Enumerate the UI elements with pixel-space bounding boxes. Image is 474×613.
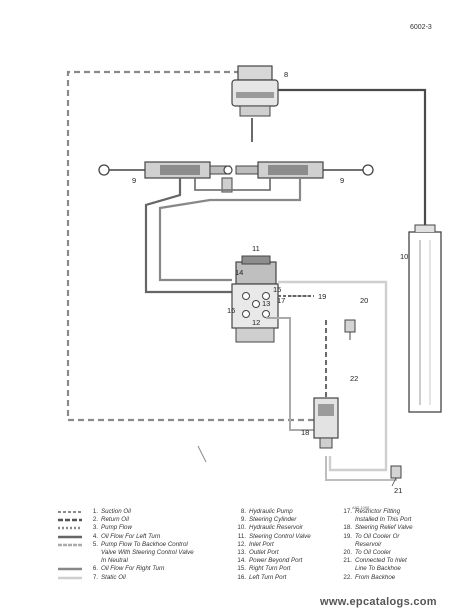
legend-item: 20.To Oil Cooler	[343, 549, 391, 557]
return-line-to-reservoir	[276, 88, 427, 232]
legend-swatch-backhoe	[58, 543, 82, 547]
restrictor-fitting	[344, 319, 356, 340]
callout-14: 14	[235, 268, 244, 277]
drawing-reference: A82-1095	[352, 505, 370, 510]
legend-item: 6.Oil Flow For Right Turn	[58, 565, 194, 573]
callout-16: 16	[227, 306, 236, 315]
hydraulic-pump	[231, 65, 279, 117]
legend-swatch-return	[58, 519, 82, 522]
left-turn-hose	[144, 178, 232, 294]
legend-item: Installed In This Port	[355, 516, 412, 524]
legend-item: 14.Power Beyond Port	[237, 557, 303, 565]
legend-item: Valve With Steering Control Valve	[101, 549, 194, 557]
callout-12: 12	[252, 318, 261, 327]
legend-item: 16.Left Turn Port	[237, 573, 287, 581]
backhoe-inlet-connector	[390, 465, 402, 479]
legend-item: 4.Oil Flow For Left Turn	[58, 533, 194, 541]
callout-21: 21	[394, 486, 403, 495]
legend-item: 17.Restrictor Fitting	[343, 508, 401, 515]
legend-item: 1.Suction Oil	[58, 508, 194, 516]
legend-components-b: 17.Restrictor Fitting Installed In This …	[338, 508, 413, 582]
steering-control-valve	[231, 255, 279, 343]
legend-item: 13.Outlet Port	[237, 549, 279, 557]
legend-item: 18.Steering Relief Valve	[343, 524, 413, 532]
callout-8: 8	[284, 70, 289, 79]
callout-19: 19	[318, 292, 327, 301]
leader-21	[391, 477, 397, 487]
legend-swatch-right-turn	[58, 568, 82, 571]
legend-swatch-left-turn	[58, 535, 82, 538]
document-id: 6002-3	[410, 24, 432, 31]
legend-item: 19.To Oil Cooler Or	[343, 532, 400, 540]
callout-9-left: 9	[132, 176, 137, 185]
right-turn-hose	[158, 178, 302, 282]
legend-item: 7.Static Oil	[58, 574, 194, 582]
callout-22: 22	[350, 374, 359, 383]
backhoe-flow-line	[266, 317, 322, 431]
legend-item: 10.Hydraulic Reservoir	[237, 524, 303, 532]
static-oil-line	[278, 280, 388, 472]
legend-item: 5.Pump Flow To Backhoe Control	[58, 541, 194, 549]
steering-relief-valve	[313, 397, 339, 449]
legend-item: 12.Inlet Port	[237, 540, 274, 548]
legend-item: 8.Hydraulic Pump	[240, 508, 293, 515]
legend-item: In Neutral	[101, 557, 128, 565]
legend-item: 9.Steering Cylinder	[240, 516, 297, 524]
legend-swatch-suction	[58, 511, 82, 513]
callout-17: 17	[277, 296, 286, 305]
callout-10: 10	[400, 252, 409, 261]
legend-swatch-static	[58, 576, 82, 579]
legend-item: 21.Connected To Inlet	[343, 557, 407, 565]
callout-11: 11	[252, 244, 260, 253]
suction-line	[66, 70, 326, 422]
steering-cylinders	[98, 161, 374, 193]
legend-item: 15.Right Turn Port	[237, 565, 291, 573]
legend-item: Reservoir	[355, 540, 382, 548]
legend-item: 11.Steering Control Valve	[237, 532, 311, 540]
drain-marker	[197, 445, 207, 463]
callout-13: 13	[262, 299, 271, 308]
callout-18: 18	[301, 428, 310, 437]
callout-20: 20	[360, 296, 369, 305]
legend-swatch-pump	[58, 527, 82, 530]
hydraulic-reservoir	[408, 224, 442, 413]
legend-item: 3.Pump Flow	[58, 524, 194, 532]
callout-15: 15	[273, 285, 282, 294]
cylinder-crossover-hose	[194, 178, 271, 191]
legend-item: 2.Return Oil	[58, 516, 194, 524]
callout-9-right: 9	[340, 176, 345, 185]
site-watermark[interactable]: www.epcatalogs.com	[320, 596, 437, 608]
legend-components-a: 8.Hydraulic Pump 9.Steering Cylinder 10.…	[232, 508, 311, 582]
legend-item: 22.From Backhoe	[343, 573, 396, 581]
legend-item: Line To Backhoe	[355, 565, 401, 573]
legend-line-types: 1.Suction Oil 2.Return Oil 3.Pump Flow 4…	[58, 508, 194, 582]
